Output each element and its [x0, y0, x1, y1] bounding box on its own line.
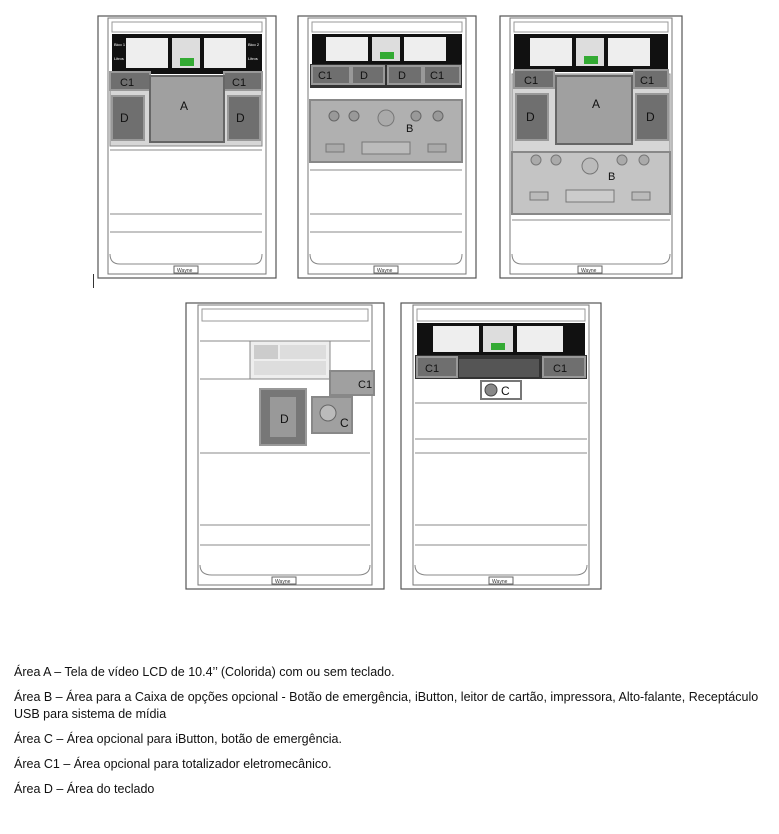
area-d-label: D: [398, 70, 406, 82]
area-c1: [423, 65, 461, 85]
area-c1-label: C1: [640, 75, 654, 87]
area-d-label: D: [120, 111, 129, 125]
legend-area-a: Área A – Tela de vídeo LCD de 10.4’’ (Co…: [14, 665, 395, 679]
dispenser-figure-5: C1 C1 C Wayne: [400, 302, 602, 590]
area-c1-label: C1: [524, 75, 538, 87]
brand-logo: Wayne: [275, 579, 291, 585]
area-a: [555, 75, 633, 145]
area-d: [351, 65, 385, 85]
brand-logo: Wayne: [581, 268, 597, 274]
brand-logo: Wayne: [177, 268, 193, 274]
side-label: Bico 2: [248, 42, 260, 47]
area-c1: [416, 356, 458, 378]
area-c-label: C: [501, 384, 510, 398]
side-label: Litros: [114, 56, 124, 61]
dispenser-figure-4: C1 D C Wayne: [185, 302, 385, 590]
area-c1: [311, 65, 351, 85]
legend-area-d: Área D – Área do teclado: [14, 782, 155, 796]
dispenser-figure-1: Bico 1 Litros Bico 2 Litros C1 C1 A D D …: [97, 15, 277, 279]
area-c1: [542, 356, 586, 378]
area-a: [149, 75, 225, 143]
area-c1: [329, 370, 375, 396]
legend-area-c1: Área C1 – Área opcional para totalizador…: [14, 757, 332, 771]
area-d: [387, 65, 423, 85]
area-d-label: D: [360, 70, 368, 82]
area-c-label: C: [340, 416, 349, 430]
text-cursor: [93, 274, 94, 288]
area-c1-label: C1: [553, 363, 567, 375]
area-a-label: A: [180, 99, 188, 113]
legend-area-b: Área B – Área para a Caixa de opções opc…: [14, 690, 759, 721]
area-d: [111, 95, 145, 141]
area-c1-label: C1: [430, 70, 444, 82]
area-d-label: D: [526, 110, 535, 124]
area-a-label: A: [592, 97, 600, 111]
area-d: [515, 93, 549, 141]
side-label: Bico 1: [114, 42, 126, 47]
area-b-label: B: [608, 171, 615, 183]
fuel-display: Bico 1 Litros Bico 2 Litros: [114, 38, 260, 68]
area-b-label: B: [406, 123, 413, 135]
area-c1-label: C1: [120, 77, 134, 89]
brand-logo: Wayne: [492, 579, 508, 585]
dispenser-figure-2: C1 D D C1 B Wayne: [297, 15, 477, 279]
side-label: Litros: [248, 56, 258, 61]
area-c1-label: C1: [425, 363, 439, 375]
area-c1-label: C1: [358, 379, 372, 391]
area-legend: Área A – Tela de vídeo LCD de 10.4’’ (Co…: [14, 664, 774, 806]
area-d: [227, 95, 261, 141]
area-d-label: D: [646, 110, 655, 124]
area-d-label: D: [280, 412, 289, 426]
area-d-label: D: [236, 111, 245, 125]
area-c1-label: C1: [232, 77, 246, 89]
brand-logo: Wayne: [377, 268, 393, 274]
area-c1-label: C1: [318, 70, 332, 82]
area-d: [635, 93, 669, 141]
dispenser-figure-3: C1 C1 A D D B Wayne: [499, 15, 683, 279]
area-c1: [513, 69, 555, 89]
legend-area-c: Área C – Área opcional para iButton, bot…: [14, 732, 342, 746]
area-c1: [633, 69, 669, 89]
